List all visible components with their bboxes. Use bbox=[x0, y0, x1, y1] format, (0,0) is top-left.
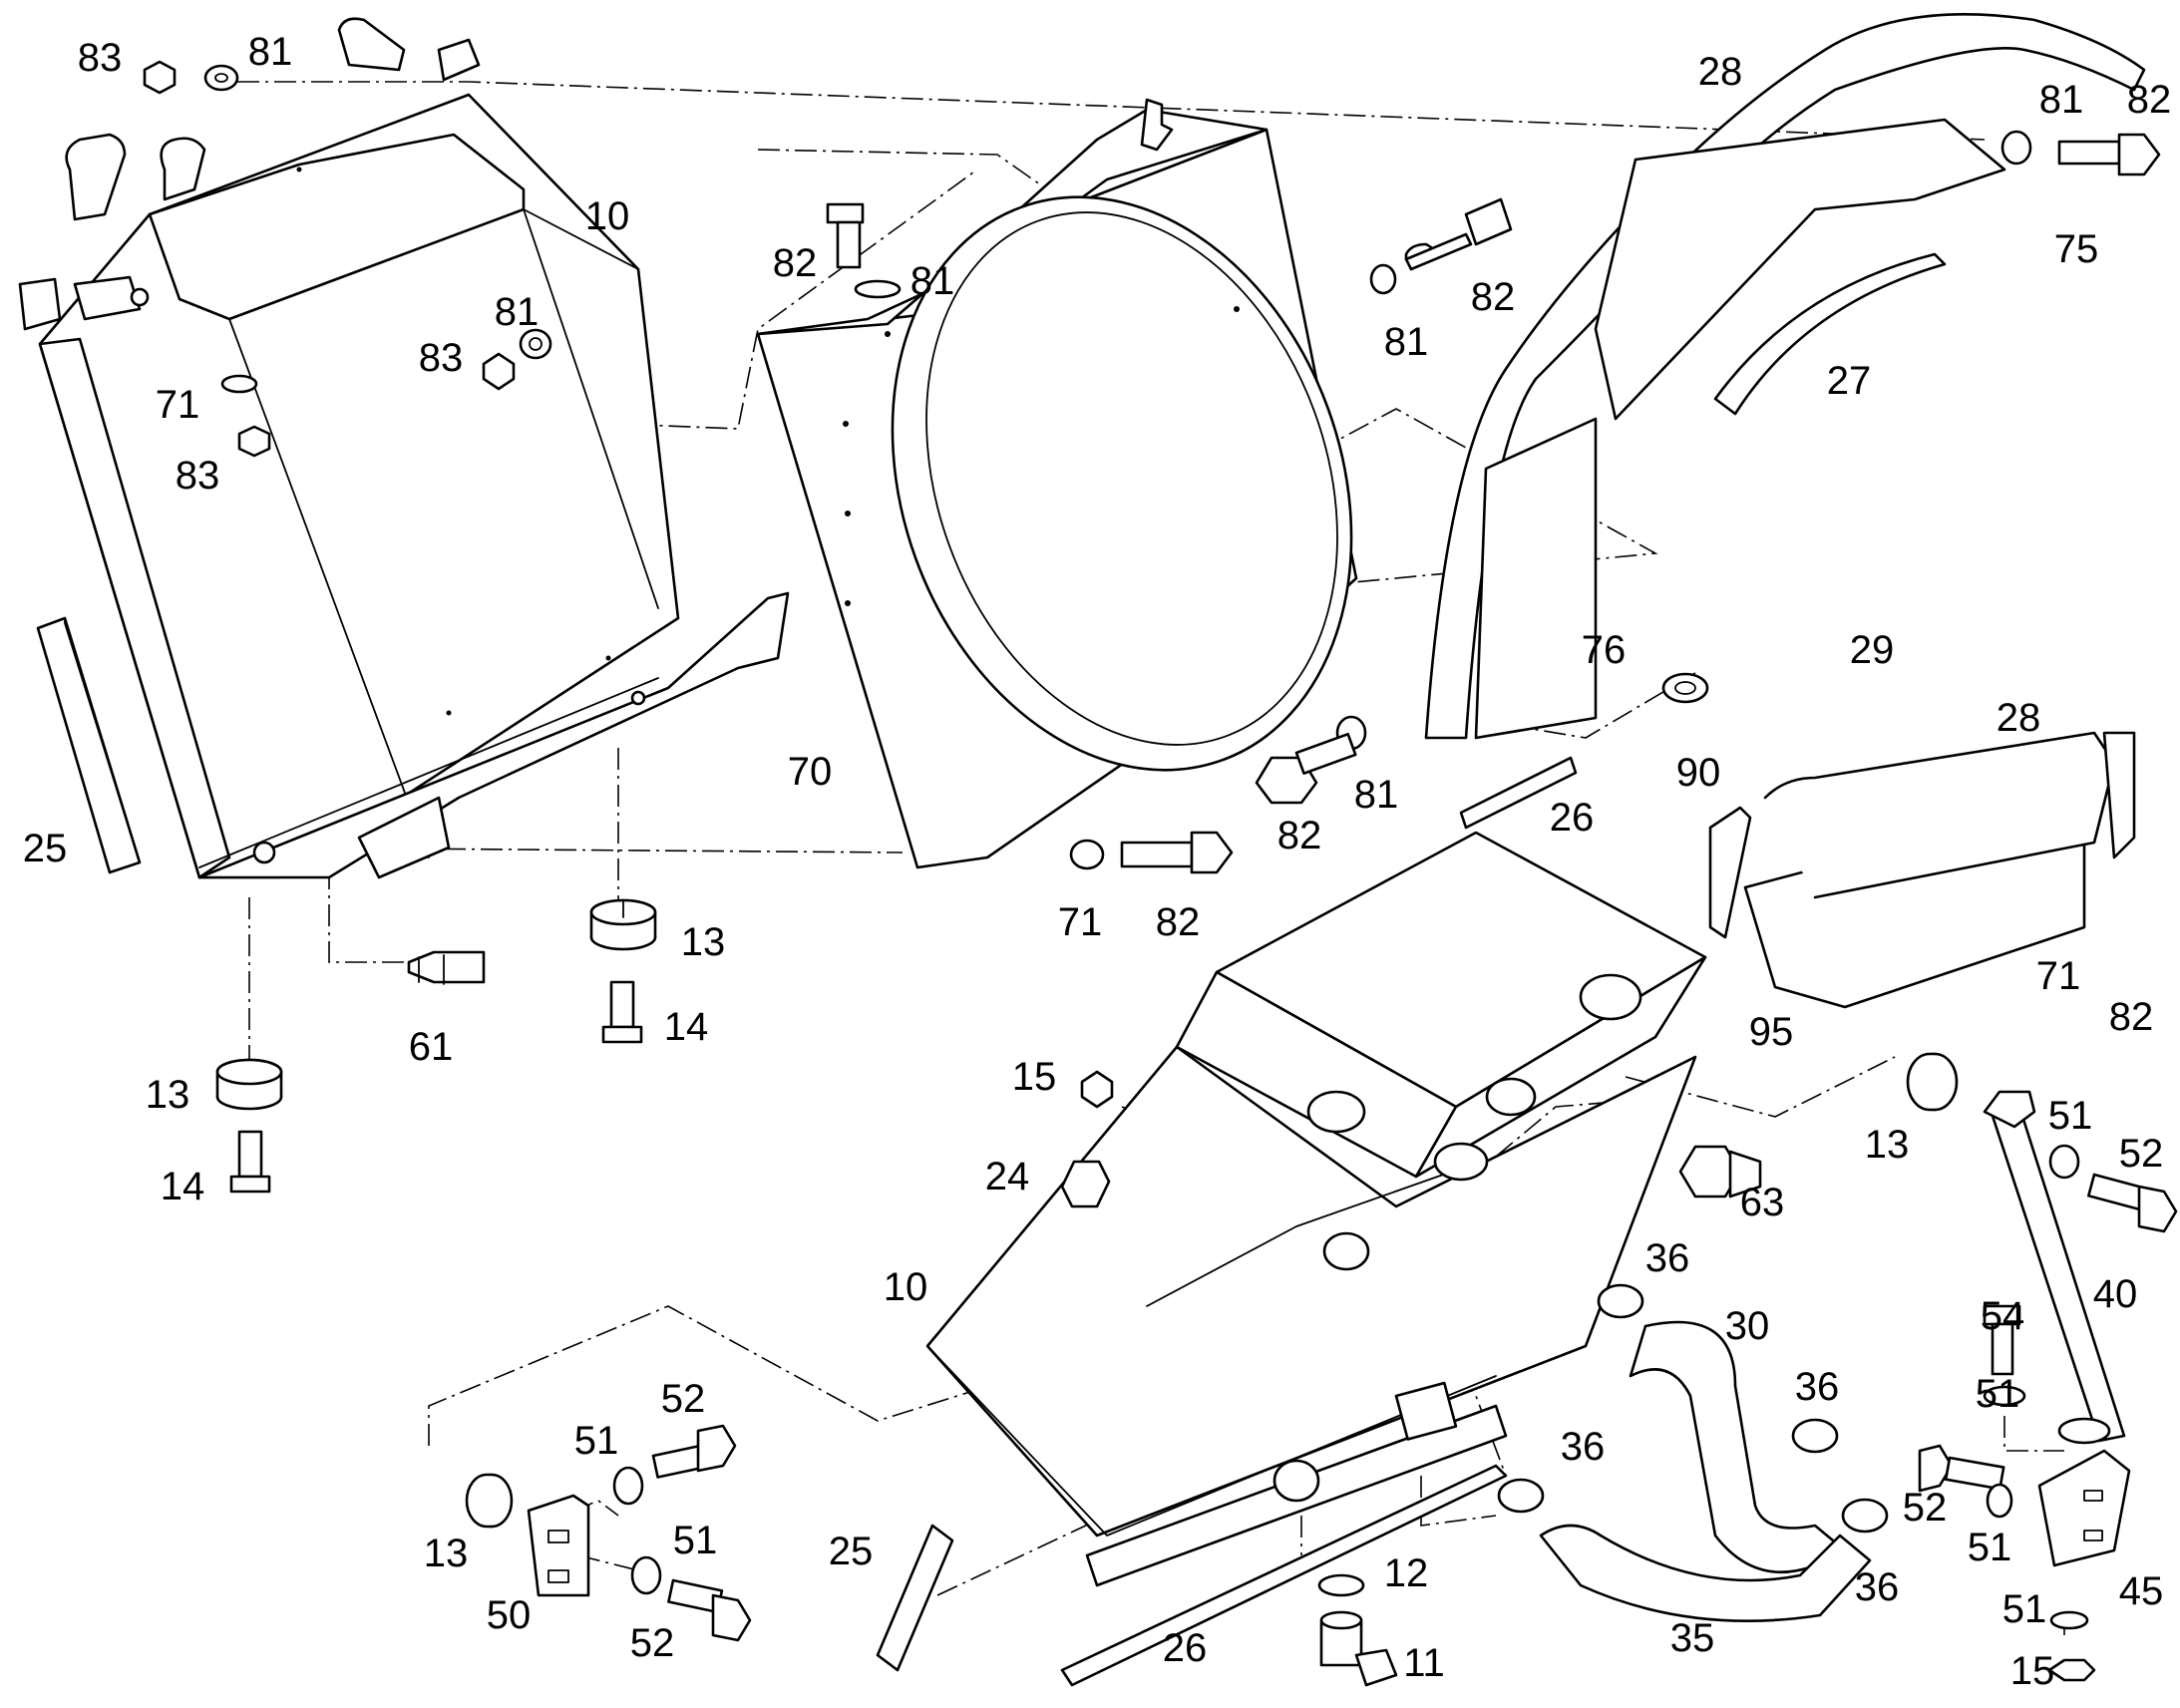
callout-26: 26 bbox=[1550, 796, 1595, 840]
callout-70: 70 bbox=[788, 750, 833, 794]
callout-83: 83 bbox=[176, 454, 220, 498]
callout-82: 82 bbox=[1471, 275, 1516, 319]
callout-71: 71 bbox=[1058, 900, 1103, 944]
hardware-mid-top bbox=[826, 197, 1513, 874]
callout-82: 82 bbox=[2127, 78, 2172, 122]
side-covers bbox=[1424, 13, 2161, 830]
callout-52: 52 bbox=[630, 1621, 675, 1665]
callout-36: 36 bbox=[1855, 1565, 1900, 1609]
callout-14: 14 bbox=[664, 1005, 709, 1049]
callout-83: 83 bbox=[78, 36, 123, 80]
callout-36: 36 bbox=[1561, 1425, 1606, 1469]
callout-82: 82 bbox=[1277, 814, 1322, 857]
callout-81: 81 bbox=[910, 259, 955, 303]
callout-71: 71 bbox=[156, 383, 200, 427]
callout-26: 26 bbox=[1163, 1626, 1208, 1670]
callout-36: 36 bbox=[1645, 1236, 1690, 1280]
callout-51: 51 bbox=[1976, 1372, 2020, 1416]
callout-81: 81 bbox=[495, 290, 540, 334]
radiator-upper bbox=[18, 17, 790, 879]
callout-10: 10 bbox=[884, 1265, 928, 1309]
callout-13: 13 bbox=[146, 1073, 190, 1117]
callout-82: 82 bbox=[773, 241, 818, 285]
radiator-lower bbox=[925, 731, 2136, 1587]
callout-36: 36 bbox=[1795, 1365, 1840, 1409]
callout-76: 76 bbox=[1582, 628, 1627, 672]
callout-81: 81 bbox=[1354, 773, 1399, 817]
callout-29: 29 bbox=[1850, 628, 1895, 672]
callout-75: 75 bbox=[2054, 227, 2099, 271]
callout-13: 13 bbox=[424, 1532, 469, 1575]
callout-95: 95 bbox=[1749, 1010, 1794, 1054]
callout-15: 15 bbox=[1012, 1055, 1057, 1099]
callout-27: 27 bbox=[1827, 359, 1872, 403]
callout-63: 63 bbox=[1740, 1181, 1785, 1224]
callout-28: 28 bbox=[1997, 696, 2041, 740]
fan-shroud bbox=[756, 98, 1358, 869]
hardware-lower-left bbox=[465, 1424, 1508, 1687]
callout-11: 11 bbox=[1403, 1641, 1445, 1685]
hardware-lower-right bbox=[1906, 1052, 2178, 1682]
callout-25: 25 bbox=[23, 827, 68, 870]
callout-52: 52 bbox=[661, 1377, 706, 1421]
callout-35: 35 bbox=[1670, 1616, 1715, 1660]
callout-40: 40 bbox=[2093, 1272, 2138, 1316]
callout-51: 51 bbox=[2048, 1094, 2093, 1138]
callout-51: 51 bbox=[2002, 1587, 2047, 1631]
callout-71: 71 bbox=[2036, 954, 2081, 998]
callout-52: 52 bbox=[2119, 1132, 2164, 1176]
callout-52: 52 bbox=[1903, 1486, 1948, 1530]
callout-51: 51 bbox=[1968, 1526, 2012, 1569]
callout-45: 45 bbox=[2119, 1569, 2164, 1613]
callout-81: 81 bbox=[2039, 78, 2084, 122]
callout-51: 51 bbox=[673, 1519, 718, 1562]
callout-51: 51 bbox=[574, 1419, 619, 1463]
callout-14: 14 bbox=[161, 1165, 205, 1208]
callout-24: 24 bbox=[985, 1155, 1030, 1198]
hardware-left bbox=[36, 60, 657, 1194]
callout-81: 81 bbox=[1384, 320, 1429, 364]
callout-50: 50 bbox=[487, 1593, 532, 1637]
callout-15: 15 bbox=[2010, 1649, 2055, 1693]
callout-25: 25 bbox=[829, 1530, 874, 1573]
callout-numbers: 83 81 10 81 83 71 83 25 61 13 14 13 14 82 81 70 82 81 71 82… bbox=[23, 30, 2172, 1693]
callout-10: 10 bbox=[585, 194, 630, 238]
callout-13: 13 bbox=[1865, 1123, 1910, 1167]
callout-13: 13 bbox=[681, 920, 726, 964]
callout-90: 90 bbox=[1676, 751, 1721, 795]
callout-30: 30 bbox=[1725, 1304, 1770, 1348]
hardware-lower-middle bbox=[1060, 1070, 1889, 1687]
callout-82: 82 bbox=[1156, 900, 1201, 944]
callout-83: 83 bbox=[419, 336, 464, 380]
callout-81: 81 bbox=[248, 30, 293, 74]
callout-61: 61 bbox=[409, 1025, 454, 1069]
callout-82: 82 bbox=[2109, 995, 2154, 1039]
callout-12: 12 bbox=[1384, 1551, 1429, 1595]
callout-54: 54 bbox=[1981, 1294, 2025, 1338]
callout-28: 28 bbox=[1698, 50, 1743, 94]
